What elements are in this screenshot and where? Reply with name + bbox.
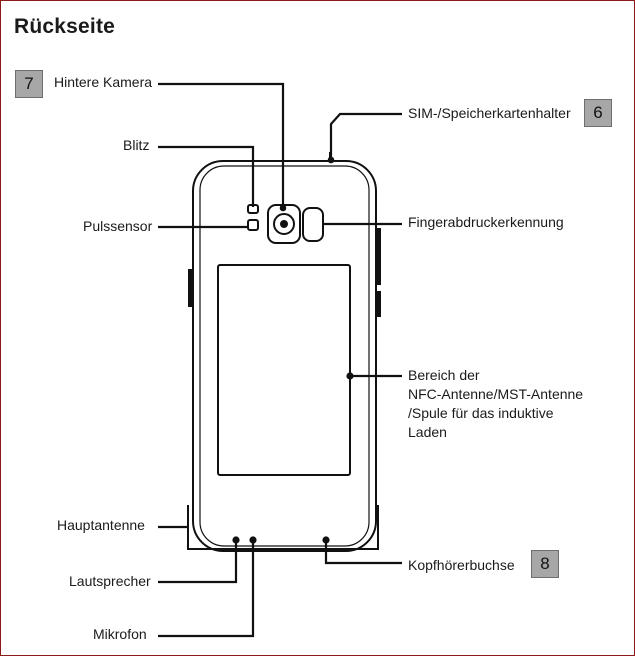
leader-speaker-dot <box>232 536 240 544</box>
camera-lens-inner <box>280 220 288 228</box>
leader-headset-jack-dot <box>322 536 330 544</box>
nfc-area <box>217 264 351 476</box>
phone-inner-outline <box>199 165 370 547</box>
label-rear-camera: Hintere Kamera <box>54 74 153 90</box>
fingerprint-sensor <box>302 207 324 242</box>
leader-speaker <box>158 540 238 584</box>
label-nfc-area-line-1: Bereich der <box>408 367 480 383</box>
leader-rear-camera-dot <box>279 204 287 212</box>
label-nfc-area-line-3: /Spule für das induktive <box>408 405 554 421</box>
side-button-left <box>188 269 194 307</box>
badge-sim-tray: 6 <box>584 99 612 127</box>
phone-body <box>192 160 377 552</box>
side-button-right-lower <box>375 291 381 317</box>
leader-flash <box>158 145 255 207</box>
leader-microphone-dot <box>249 536 257 544</box>
badge-headset-jack: 8 <box>531 550 559 578</box>
label-main-antenna: Hauptantenne <box>57 517 145 533</box>
leader-sim-tray <box>329 112 402 160</box>
leader-sim-tray-dot <box>327 156 335 164</box>
label-speaker: Lautsprecher <box>69 573 151 589</box>
label-nfc-area-line-2: NFC-Antenne/MST-Antenne <box>408 386 584 402</box>
label-pulse-sensor: Pulssensor <box>83 218 153 234</box>
label-headset-jack: Kopfhörerbuchse <box>408 557 515 573</box>
leader-microphone <box>158 540 255 638</box>
main-antenna-line <box>187 505 379 550</box>
pulse-sensor-icon <box>247 219 259 231</box>
side-button-right-upper <box>375 228 381 285</box>
leader-rear-camera <box>158 82 285 208</box>
camera-lens-outer <box>273 213 295 235</box>
label-sim-tray: SIM-/Speicherkartenhalter <box>408 105 571 121</box>
label-nfc-area-line-4: Laden <box>408 424 447 440</box>
page-title: Rückseite <box>14 15 116 38</box>
badge-rear-camera: 7 <box>15 70 43 98</box>
label-microphone: Mikrofon <box>93 626 147 642</box>
leader-nfc-dot <box>346 372 354 380</box>
leader-headset-jack <box>324 540 402 565</box>
label-fingerprint: Fingerabdruckerkennung <box>408 214 564 230</box>
label-nfc-area: Bereich der NFC-Antenne/MST-Antenne /Spu… <box>408 366 608 442</box>
label-flash: Blitz <box>123 137 150 153</box>
